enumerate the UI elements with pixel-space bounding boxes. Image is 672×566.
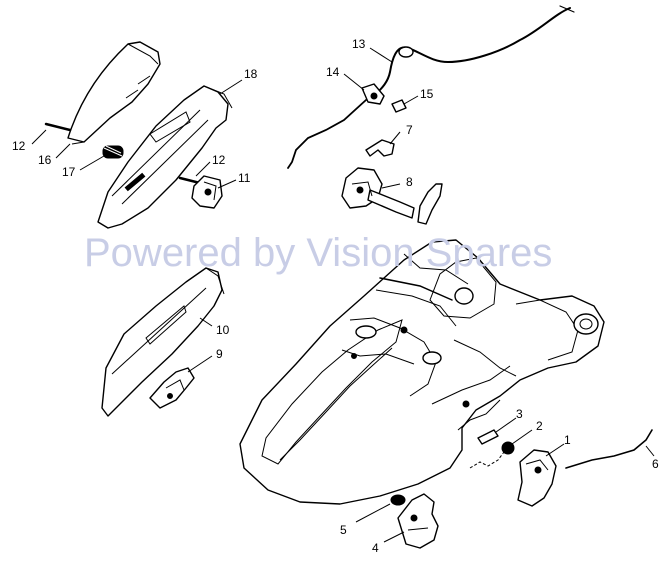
callout-6: 6 (652, 457, 659, 471)
part-12-pin-left (44, 122, 72, 132)
part-14-cable-clamp (361, 83, 385, 105)
callout-17: 17 (62, 165, 76, 179)
part-4-trigger-interlock (397, 493, 439, 549)
callout-18: 18 (244, 67, 258, 81)
callout-12-right: 12 (212, 153, 226, 167)
part-8-throttle-shaft (341, 167, 443, 225)
part-16-handle-cover (67, 41, 161, 145)
callout-5: 5 (340, 523, 347, 537)
callout-3: 3 (516, 407, 523, 421)
leader-lines (31, 47, 655, 543)
callout-2: 2 (536, 419, 543, 433)
part-15-screw (391, 99, 407, 113)
callout-10: 10 (216, 323, 230, 337)
watermark-text: Powered by Vision Spares (84, 231, 552, 275)
callout-11: 11 (238, 171, 251, 185)
part-13-throttle-cable (375, 5, 575, 95)
callout-4: 4 (372, 541, 379, 555)
part-10-handle-molding (101, 267, 225, 417)
part-17-spring (102, 145, 124, 159)
callout-12-left: 12 (12, 139, 26, 153)
callout-numbers: 12 16 17 18 12 11 10 9 13 14 15 7 8 3 2 … (12, 37, 659, 555)
callout-16: 16 (38, 153, 52, 167)
part-3-pin (477, 429, 499, 445)
part-18-handle-molding (97, 85, 233, 229)
part-1-throttle-trigger (517, 449, 557, 507)
part-9-trigger-interlock (149, 367, 195, 409)
throttle-rod (287, 99, 367, 169)
callout-1: 1 (564, 433, 571, 447)
callout-7: 7 (406, 123, 413, 137)
callout-14: 14 (326, 65, 340, 79)
part-11-bracket (191, 175, 223, 209)
callout-8: 8 (406, 175, 413, 189)
part-5-spring (390, 494, 406, 506)
callout-15: 15 (420, 87, 434, 101)
callout-13: 13 (352, 37, 366, 51)
part-6-interlock-rod (565, 429, 653, 469)
main-housing (239, 239, 605, 505)
callout-9: 9 (216, 347, 223, 361)
part-7-spring-clip (365, 139, 395, 157)
part-2-torsion-spring (469, 441, 515, 469)
